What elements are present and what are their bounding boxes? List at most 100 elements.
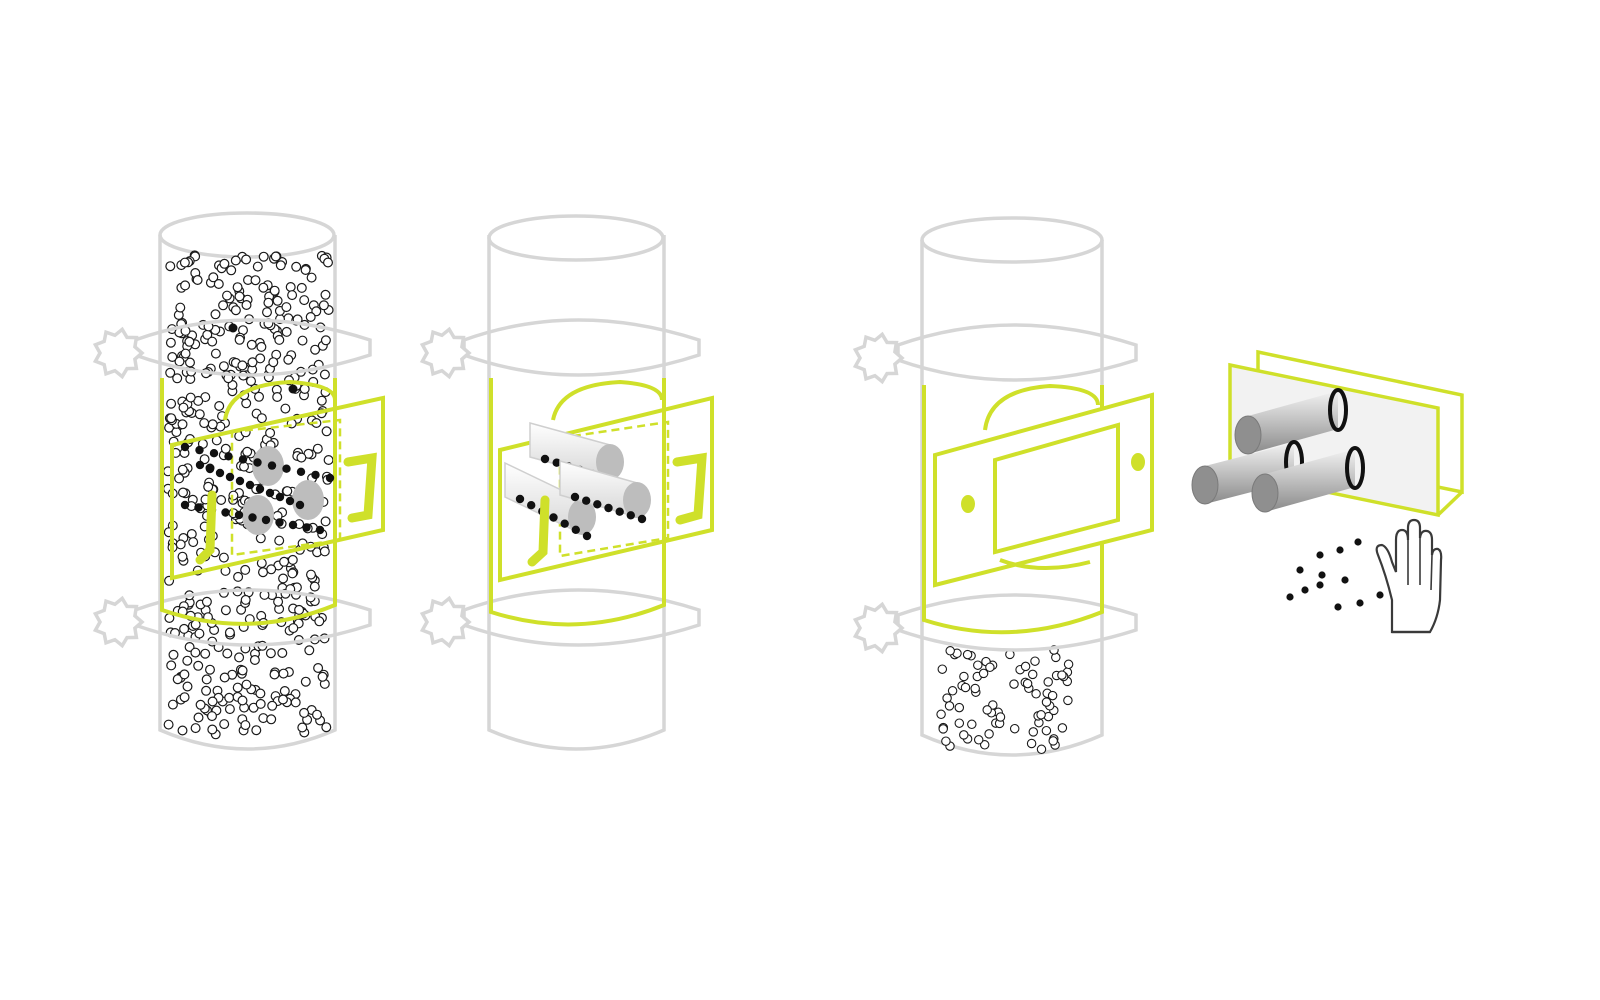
particle: [241, 300, 252, 311]
panel-filter-empty: [419, 214, 714, 751]
particle: [250, 275, 261, 286]
particle: [256, 413, 267, 424]
particle: [299, 707, 310, 718]
particle: [222, 648, 233, 659]
particle: [177, 419, 188, 430]
glove-hand-icon[interactable]: [1375, 518, 1443, 634]
clamp-knob-icon[interactable]: [419, 326, 472, 380]
particle: [184, 336, 195, 347]
particle: [1036, 744, 1047, 755]
particle: [177, 464, 188, 475]
metal-particle: [1316, 581, 1324, 589]
panel-drawer-cleaning: [1191, 349, 1464, 634]
particle: [182, 655, 193, 666]
particle: [982, 705, 992, 715]
rod-end: [1251, 473, 1279, 513]
particle: [1047, 690, 1058, 701]
particle: [210, 309, 221, 320]
particle: [1009, 679, 1019, 689]
particle: [203, 481, 214, 492]
clamp-knob-icon[interactable]: [852, 601, 905, 655]
particle: [192, 275, 203, 286]
magnetic-rod-icon: [504, 422, 651, 541]
particle: [190, 647, 201, 658]
metal-particle: [205, 464, 215, 474]
particle: [166, 413, 177, 424]
particle: [1043, 677, 1053, 687]
particle: [1027, 669, 1038, 680]
metal-particle: [571, 525, 580, 534]
particle: [201, 596, 212, 607]
particle: [251, 725, 262, 736]
particle: [240, 564, 251, 575]
metal-particle: [1296, 566, 1304, 574]
metal-particle: [540, 454, 550, 464]
particle: [255, 688, 266, 699]
particle: [268, 357, 279, 368]
particle: [317, 671, 328, 682]
pull-handle-icon[interactable]: [527, 452, 707, 567]
particle: [272, 392, 283, 403]
metal-particle: [275, 492, 285, 502]
metal-particle: [582, 531, 592, 541]
metal-particle: [570, 492, 580, 502]
metal-particle: [1376, 591, 1384, 599]
metal-particle: [282, 464, 291, 473]
metal-particle: [1318, 571, 1326, 579]
particle: [174, 356, 185, 367]
particle: [319, 369, 330, 380]
pull-handle-icon[interactable]: [195, 452, 377, 565]
particle: [313, 662, 324, 673]
particle: [208, 272, 219, 283]
metal-particle: [1356, 599, 1364, 607]
particle: [258, 251, 269, 262]
particle: [230, 255, 241, 266]
particle: [258, 282, 269, 293]
particle: [314, 616, 325, 627]
clamp-knob-icon[interactable]: [92, 595, 145, 649]
particle: [269, 669, 280, 680]
particle: [312, 443, 323, 454]
metal-particle: [261, 515, 271, 525]
particle: [165, 261, 176, 272]
particle: [194, 628, 205, 639]
particle: [232, 682, 243, 693]
particle: [941, 736, 951, 746]
particle: [239, 461, 250, 472]
particle: [263, 297, 274, 308]
clamp-knob-icon[interactable]: [852, 331, 905, 385]
metal-particle: [235, 476, 245, 486]
clamp-knob-icon[interactable]: [419, 595, 472, 649]
particle: [180, 348, 191, 359]
particle: [1026, 738, 1037, 749]
particle: [945, 646, 955, 656]
particle: [224, 704, 235, 715]
particle: [195, 699, 206, 710]
particle: [234, 291, 245, 302]
particle: [309, 581, 320, 592]
particle: [1009, 723, 1020, 734]
upper-clamp: [133, 318, 372, 377]
metal-particle: [255, 484, 265, 494]
metal-particle: [180, 442, 190, 452]
particle: [167, 699, 178, 710]
clamp-knob-icon[interactable]: [92, 326, 145, 380]
particle: [240, 720, 251, 731]
particle: [265, 648, 276, 659]
metal-particle: [626, 511, 635, 520]
particle: [226, 265, 237, 276]
particle: [985, 662, 995, 673]
particle: [175, 302, 186, 313]
particle: [321, 722, 332, 733]
particle: [175, 539, 186, 550]
particle: [219, 258, 230, 269]
particle: [165, 367, 176, 378]
particle: [249, 654, 260, 665]
particle: [186, 528, 197, 539]
particle: [278, 573, 289, 584]
rod-body: [1205, 443, 1294, 504]
particle: [201, 674, 212, 685]
metal-particle: [527, 501, 536, 510]
particle: [237, 665, 248, 676]
